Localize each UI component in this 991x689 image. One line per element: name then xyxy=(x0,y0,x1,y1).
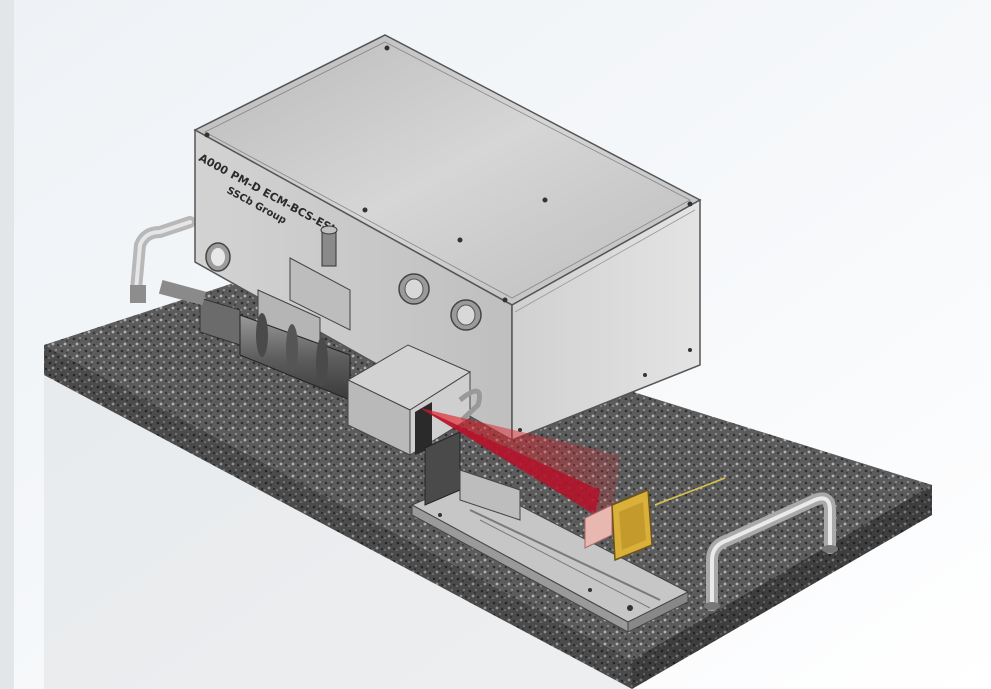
laser-housing xyxy=(346,344,482,456)
handle-icon xyxy=(704,492,838,611)
sample-stage xyxy=(410,431,690,633)
camera-icon xyxy=(158,225,351,401)
detector-icon xyxy=(584,488,653,562)
handle-icon xyxy=(130,216,196,303)
knob-icon xyxy=(205,242,482,331)
left-margin-strip xyxy=(0,0,14,689)
laser-beam-icon xyxy=(420,408,726,520)
